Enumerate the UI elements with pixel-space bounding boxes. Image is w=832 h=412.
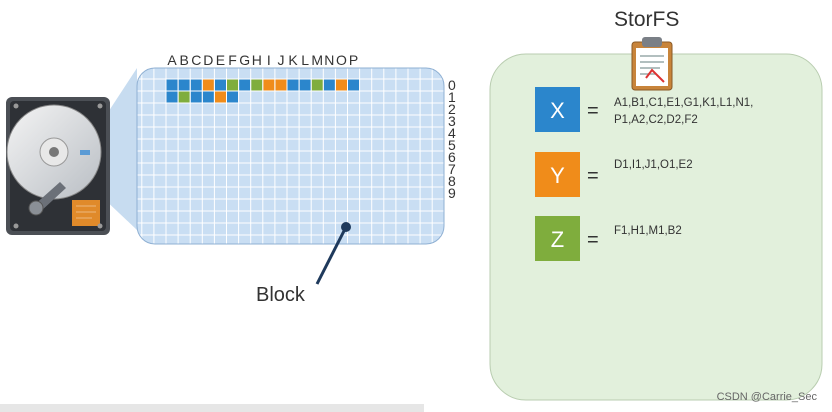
block-cell-j0 [275,79,287,91]
row-label: 0 [448,77,456,93]
column-label: G [239,52,250,68]
column-label: A [167,52,177,68]
block-cell-d0 [202,79,214,91]
column-label: D [203,52,213,68]
column-label: B [179,52,188,68]
column-label: O [336,52,347,68]
row-label: 9 [448,185,456,201]
bottom-strip [0,404,424,412]
block-cell-g0 [239,79,251,91]
file-y-equals: = [587,165,599,187]
row-label: 4 [448,125,456,141]
file-x-blocks-line1: A1,B1,C1,E1,G1,K1,L1,N1, [614,97,753,109]
block-cell-i0 [263,79,275,91]
watermark: CSDN @Carrie_Sec [717,391,818,403]
column-label: E [216,52,225,68]
grid-background [137,68,444,244]
block-cell-a1 [166,91,178,103]
file-y-letter: Y [550,163,565,188]
block-cell-f0 [227,79,239,91]
file-z-letter: Z [551,227,564,252]
block-cell-a0 [166,79,178,91]
file-x: X = A1,B1,C1,E1,G1,K1,L1,N1, P1,A2,C2,D2… [535,87,753,132]
block-cell-h0 [251,79,263,91]
row-label: 6 [448,149,456,165]
column-label: I [267,52,271,68]
hard-drive-icon [6,97,110,235]
file-x-blocks-line2: P1,A2,C2,D2,F2 [614,114,698,126]
column-label: M [311,52,323,68]
block-cell-k0 [287,79,299,91]
file-x-letter: X [550,98,565,123]
block-cell-m0 [311,79,323,91]
clipboard-icon [631,37,673,91]
file-x-equals: = [587,100,599,122]
block-cell-p0 [348,79,360,91]
file-z-blocks-line1: F1,H1,M1,B2 [614,225,682,237]
block-label: Block [256,284,306,306]
column-label: K [288,52,298,68]
file-z-box [535,216,580,261]
column-label: L [301,52,309,68]
row-label: 1 [448,89,456,105]
file-y: Y = D1,I1,J1,O1,E2 [535,152,693,197]
block-cell-b0 [178,79,190,91]
file-x-box [535,87,580,132]
file-y-box [535,152,580,197]
row-label: 3 [448,113,456,129]
row-label: 2 [448,101,456,117]
column-label: C [191,52,201,68]
column-label: H [252,52,262,68]
row-label: 7 [448,161,456,177]
block-pointer [315,222,351,285]
block-cell-n0 [323,79,335,91]
block-cell-o0 [335,79,347,91]
row-label: 5 [448,137,456,153]
block-cell-l0 [299,79,311,91]
block-cell-e0 [214,79,226,91]
storfs-title: StorFS [614,8,679,31]
block-cell-e1 [214,91,226,103]
column-label: F [228,52,237,68]
column-label: P [349,52,358,68]
file-z-equals: = [587,229,599,251]
row-label: 8 [448,173,456,189]
column-label: N [324,52,334,68]
block-cell-c1 [190,91,202,103]
file-z: Z = F1,H1,M1,B2 [535,216,682,261]
block-cell-b1 [178,91,190,103]
block-cell-f1 [227,91,239,103]
block-cell-d1 [202,91,214,103]
column-label: J [277,52,284,68]
block-cell-c0 [190,79,202,91]
file-y-blocks-line1: D1,I1,J1,O1,E2 [614,159,693,171]
